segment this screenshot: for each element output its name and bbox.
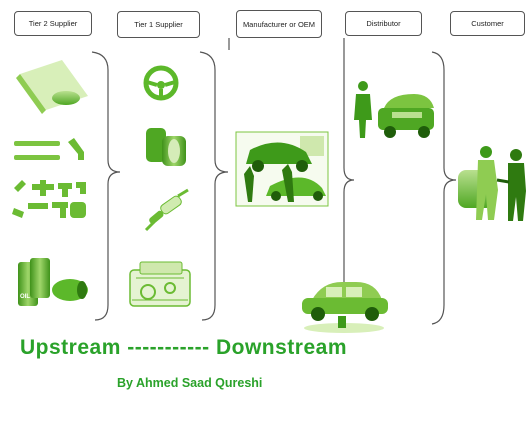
upstream-downstream-caption: Upstream ----------- Downstream — [20, 336, 347, 359]
customer-handshake-icon — [458, 146, 526, 221]
stage-label: Tier 2 Supplier — [28, 19, 78, 28]
pipes-icon — [14, 138, 84, 160]
car-on-lift-icon — [302, 282, 388, 333]
stage-tier-1-supplier: Tier 1 Supplier — [117, 11, 200, 38]
oil-drums-icon: OIL — [18, 258, 88, 306]
plastic-film-roll-icon — [16, 60, 88, 114]
tires-icon — [146, 128, 186, 166]
stage-label: Manufacturer or OEM — [242, 19, 316, 29]
author-credit: By Ahmed Saad Qureshi — [117, 376, 263, 390]
svg-text:OIL: OIL — [20, 294, 30, 300]
stage-label: Distributor — [366, 19, 401, 28]
stage-label: Customer — [471, 19, 504, 28]
stage-manufacturer: Manufacturer or OEM — [236, 10, 322, 38]
bracket-tier1 — [199, 51, 229, 321]
car-dealer-icon — [354, 81, 434, 138]
steering-wheel-icon — [143, 65, 179, 101]
pipe-fittings-icon — [12, 180, 86, 218]
bracket-tier2 — [91, 51, 121, 321]
exhaust-pipe-icon — [144, 188, 189, 232]
stage-tier-2-supplier: Tier 2 Supplier — [14, 11, 92, 36]
assembly-line-icon — [235, 131, 329, 207]
connector-lines — [91, 38, 457, 325]
stage-distributor: Distributor — [345, 11, 422, 36]
bracket-distributor — [343, 38, 355, 285]
stage-customer: Customer — [450, 11, 525, 36]
bracket-customer — [431, 51, 457, 325]
stage-label: Tier 1 Supplier — [134, 20, 183, 29]
engine-icon — [129, 261, 191, 307]
